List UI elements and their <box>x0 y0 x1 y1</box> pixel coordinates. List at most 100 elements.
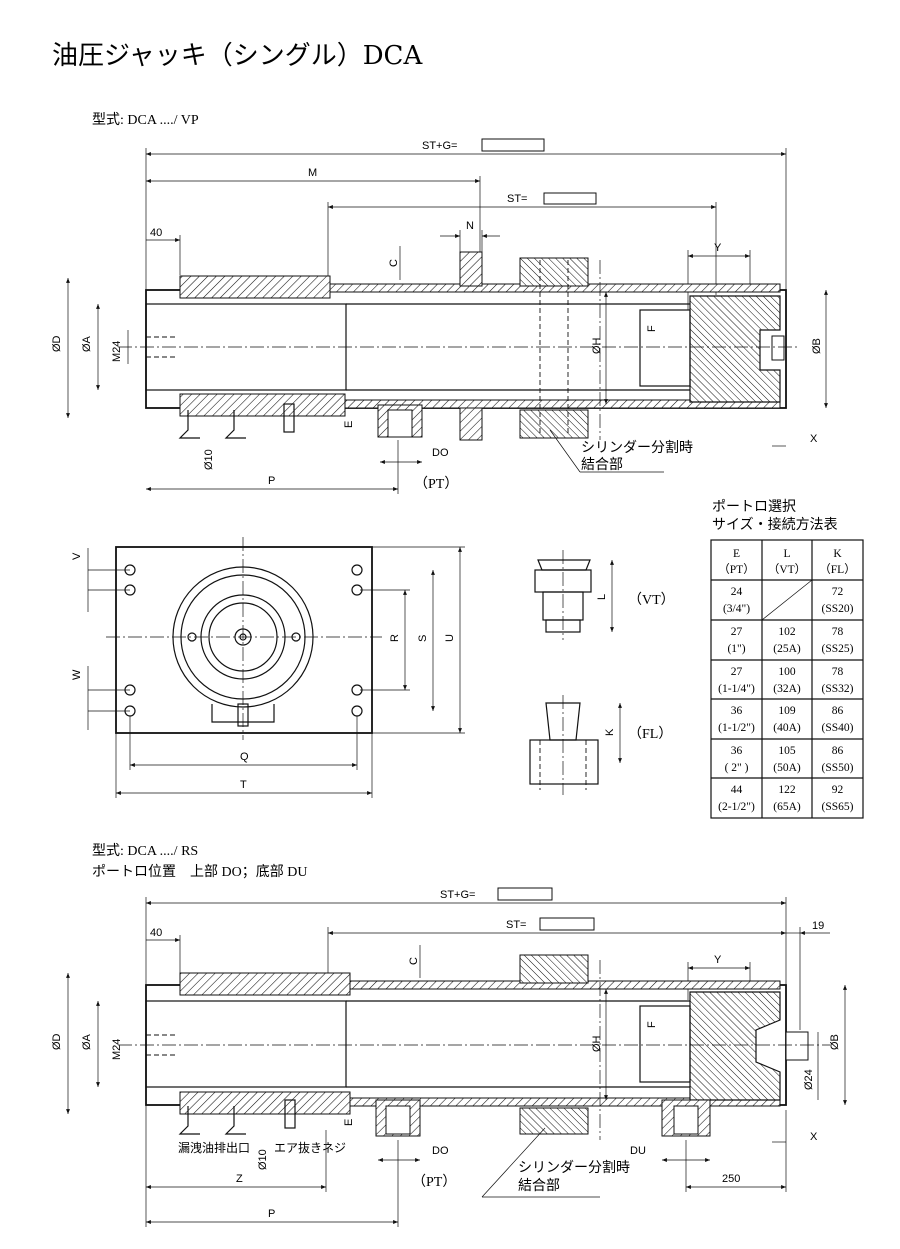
dim-40-label: 40 <box>150 227 162 239</box>
table-cell-e: 36 <box>731 745 743 757</box>
bottom-split-note-2: 結合部 <box>518 1178 560 1194</box>
top-section-view: 型式: DCA ..../ VP ST+G= M ST= 40 N Y <box>51 112 828 494</box>
dim-ob-label: ØB <box>811 338 823 354</box>
table-cell-k: 78 <box>832 626 844 638</box>
dim-y-label: Y <box>714 242 722 254</box>
table-cell-e: 27 <box>731 666 743 678</box>
table-cell-l-sub: (65A) <box>773 801 801 813</box>
dim-k-label: K <box>604 728 616 736</box>
dim-x-label: X <box>810 433 818 445</box>
table-cell-k-sub: (SS32) <box>822 683 854 695</box>
port-type-pt: （PT） <box>414 476 458 492</box>
table-cell-e-sub: (1-1/2") <box>718 722 755 734</box>
bottom-dim-o10-label: Ø10 <box>257 1149 269 1170</box>
table-cell-k: 72 <box>832 586 844 598</box>
table-header-k: K <box>833 548 842 560</box>
table-title-1: ポートロ選択 <box>712 499 796 515</box>
bottom-port-type-pt: （PT） <box>412 1174 456 1190</box>
dim-o10-label: Ø10 <box>203 449 215 470</box>
split-flange-bottom <box>519 409 589 439</box>
bottom-port-position: ポートロ位置 上部 DO；底部 DU <box>92 864 307 880</box>
dim-w-label: W <box>71 669 83 680</box>
empty-cell-slash <box>761 579 813 621</box>
bottom-dim-c-label: C <box>408 957 420 965</box>
top-model-label: 型式: DCA ..../ VP <box>92 112 199 128</box>
port-view-fl: K （FL） <box>529 695 672 795</box>
table-cell-k: 86 <box>832 745 844 757</box>
bottom-dim-40-label: 40 <box>150 927 162 939</box>
bottom-dim-od-label: ØD <box>51 1033 63 1050</box>
port-size-table: ポートロ選択 サイズ・接続方法表 E （PT） L （VT） K （FL） 24 (3/4")… <box>710 499 864 819</box>
bottom-stg-value-box <box>497 887 553 901</box>
table-header-sub-k: （FL） <box>819 563 855 576</box>
table-cell-e-sub: (3/4") <box>723 603 750 615</box>
table-cell-e-sub: ( 2" ) <box>725 762 749 774</box>
dim-c-label: C <box>388 259 400 267</box>
table-cell-l: 109 <box>778 705 796 717</box>
bottom-dim-ob-label: ØB <box>829 1034 841 1050</box>
bottom-model-label: 型式: DCA ..../ RS <box>92 843 198 859</box>
table-header-e: E <box>733 548 740 560</box>
dim-t-label: T <box>240 779 247 791</box>
base-plate <box>115 546 373 734</box>
port-view-vt: L （VT） <box>534 550 675 640</box>
bottom-dim-m24-label: M24 <box>111 1039 123 1060</box>
table-header-sub-e: （PT） <box>718 563 754 576</box>
table-title-2: サイズ・接続方法表 <box>712 516 838 533</box>
table-header-sub-l: （VT） <box>768 563 806 576</box>
dim-s-label: S <box>417 635 429 642</box>
dim-oh-label: ØH <box>591 337 603 354</box>
table-cell-k-sub: (SS50) <box>822 762 854 774</box>
dim-e-label: E <box>343 421 355 428</box>
stg-value-box <box>481 138 545 152</box>
table-cell-k: 92 <box>832 784 844 796</box>
st-value-box <box>543 192 597 205</box>
port-type-fl: （FL） <box>628 726 672 742</box>
piston-head <box>689 295 781 403</box>
table-cell-e-sub: (2-1/2") <box>718 801 755 813</box>
table-cell-l: 105 <box>778 745 796 757</box>
table-cell-e: 24 <box>731 586 743 598</box>
dim-do-label: DO <box>432 447 449 459</box>
split-note-2: 結合部 <box>581 457 623 473</box>
bottom-dim-oa-label: ØA <box>81 1033 93 1050</box>
bottom-dim-stg-label: ST+G= <box>440 889 475 901</box>
table-cell-l: 102 <box>778 626 796 638</box>
dim-z-label: Z <box>236 1173 243 1185</box>
drain-port-label: 漏洩油排出口 <box>178 1141 250 1155</box>
table-header-l: L <box>783 548 790 560</box>
dim-stg-label: ST+G= <box>422 140 457 152</box>
table-cell-k: 78 <box>832 666 844 678</box>
table-cell-k-sub: (SS20) <box>822 603 854 615</box>
table-cell-k: 86 <box>832 705 844 717</box>
bottom-dim-p-label: P <box>268 1208 275 1220</box>
split-flange-top <box>519 257 589 287</box>
bottom-dim-du-label: DU <box>630 1145 646 1157</box>
bottom-dim-x-label: X <box>810 1131 818 1143</box>
bottom-dim-f-label: F <box>646 1021 658 1028</box>
dim-19-label: 19 <box>812 920 824 932</box>
dim-m24-label: M24 <box>111 341 123 362</box>
bottom-section-view: 型式: DCA ..../ RS ポートロ位置 上部 DO；底部 DU ST+G… <box>51 843 847 1227</box>
dim-250-label: 250 <box>722 1173 740 1185</box>
air-vent-label: エア抜きネジ <box>274 1141 346 1155</box>
table-cell-e-sub: (1") <box>727 643 745 655</box>
bottom-dim-o24-label: Ø24 <box>803 1069 815 1090</box>
port-type-vt: （VT） <box>628 592 675 608</box>
table-cell-k-sub: (SS65) <box>822 801 854 813</box>
table-cell-e: 27 <box>731 626 743 638</box>
table-cell-e: 44 <box>731 784 743 796</box>
bottom-dim-st-label: ST= <box>506 919 526 931</box>
table-cell-l-sub: (50A) <box>773 762 801 774</box>
table-cell-e-sub: (1-1/4") <box>718 683 755 695</box>
dim-q-label: Q <box>240 751 249 763</box>
table-cell-e: 36 <box>731 705 743 717</box>
table-cell-k-sub: (SS25) <box>822 643 854 655</box>
bottom-piston-head <box>689 991 781 1101</box>
split-note-1: シリンダー分割時 <box>581 439 693 456</box>
dim-st-label: ST= <box>507 193 527 205</box>
dim-r-label: R <box>389 634 401 642</box>
dim-u-label: U <box>444 634 456 642</box>
dim-l-label: L <box>596 594 608 600</box>
